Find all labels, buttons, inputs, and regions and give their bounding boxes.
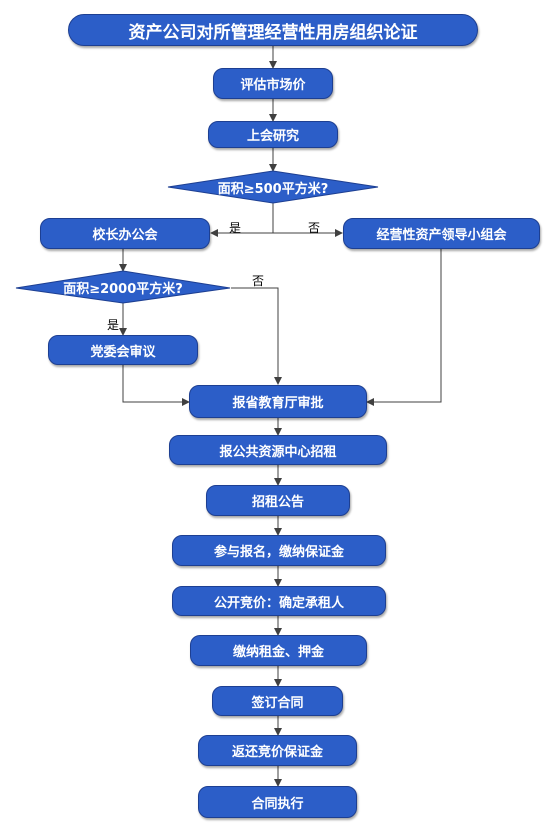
edge-label-no-500: 否 (308, 221, 321, 235)
arrow-no-2000-to-approval (231, 287, 282, 385)
node-sign-contract[interactable]: 签订合同 (212, 686, 343, 716)
edge-label-no-2000: 否 (252, 274, 265, 288)
edge-label-yes-500: 是 (229, 221, 242, 235)
node-payment[interactable]: 缴纳租金、押金 (190, 635, 367, 666)
node-meeting[interactable]: 上会研究 (208, 121, 338, 148)
node-registration[interactable]: 参与报名，缴纳保证金 (172, 535, 386, 566)
arrow-leading-group-to-approval (366, 249, 442, 406)
decision-2000-label[interactable]: 面积≥2000平方米? (63, 281, 183, 297)
node-refund-deposit[interactable]: 返还竞价保证金 (198, 735, 357, 766)
node-leading-group[interactable]: 经营性资产领导小组会 (343, 218, 540, 249)
title-node[interactable]: 资产公司对所管理经营性用房组织论证 (68, 14, 478, 46)
node-principal-office[interactable]: 校长办公会 (40, 218, 210, 249)
node-market-price[interactable]: 评估市场价 (213, 68, 333, 99)
node-resource-center[interactable]: 报公共资源中心招租 (169, 435, 387, 465)
node-execute-contract[interactable]: 合同执行 (198, 786, 357, 818)
decision-500-label[interactable]: 面积≥500平方米? (217, 181, 329, 197)
decision-2000-shape (15, 270, 231, 304)
decision-500-shape (167, 170, 379, 204)
node-bidding[interactable]: 公开竞价：确定承租人 (172, 586, 386, 616)
node-provincial-approval[interactable]: 报省教育厅审批 (189, 385, 367, 418)
node-tender-notice[interactable]: 招租公告 (206, 485, 350, 516)
arrow-party-committee-to-approval (122, 365, 190, 406)
edge-label-yes-2000: 是 (107, 318, 120, 332)
node-party-committee[interactable]: 党委会审议 (48, 335, 198, 365)
